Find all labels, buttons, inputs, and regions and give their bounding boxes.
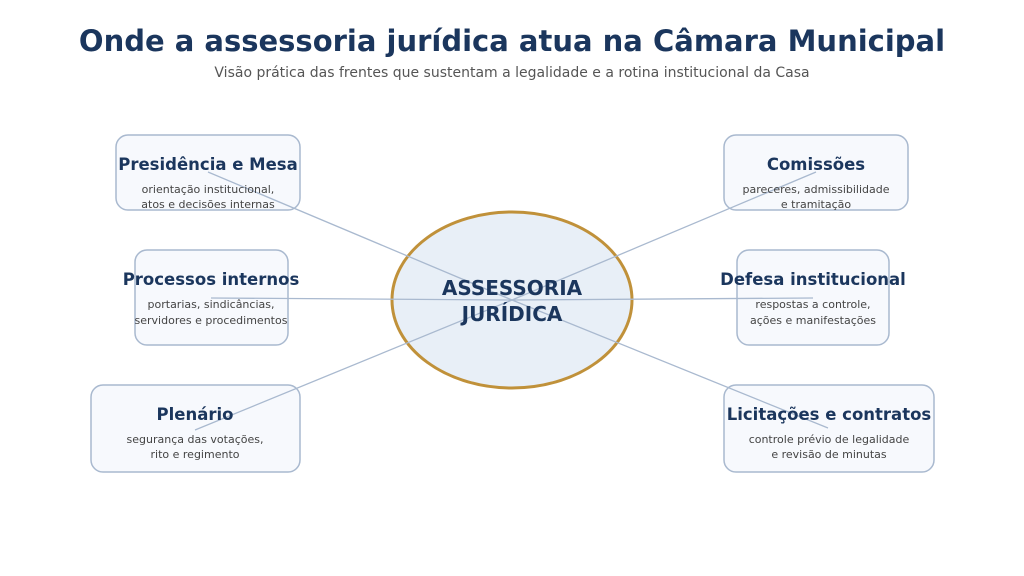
center-label-line2: JURÍDICA bbox=[460, 302, 563, 326]
node-box-plenario bbox=[90, 384, 301, 473]
node-desc: e tramitação bbox=[781, 198, 851, 211]
connector-defesa bbox=[511, 297, 814, 301]
node-title: Presidência e Mesa bbox=[118, 155, 297, 174]
connector-presidencia bbox=[207, 171, 513, 301]
node-desc: atos e decisões internas bbox=[141, 198, 275, 211]
connector-plenario bbox=[194, 299, 513, 431]
node-desc: controle prévio de legalidade bbox=[749, 433, 910, 446]
node-desc: servidores e procedimentos bbox=[135, 314, 288, 327]
node-box-defesa bbox=[736, 249, 890, 346]
connector-comissoes bbox=[511, 171, 817, 301]
center-label-line1: ASSESSORIA bbox=[442, 276, 583, 300]
node-desc: ações e manifestações bbox=[750, 314, 876, 327]
node-desc: portarias, sindicâncias, bbox=[148, 298, 275, 311]
node-desc: rito e regimento bbox=[151, 448, 240, 461]
node-desc: e revisão de minutas bbox=[771, 448, 887, 461]
connector-processos bbox=[210, 297, 513, 301]
node-title: Processos internos bbox=[123, 270, 300, 289]
node-title: Defesa institucional bbox=[720, 270, 906, 289]
node-desc: respostas a controle, bbox=[755, 298, 870, 311]
page-title: Onde a assessoria jurídica atua na Câmar… bbox=[78, 24, 946, 58]
node-title: Comissões bbox=[767, 155, 865, 174]
page-subtitle: Visão prática das frentes que sustentam … bbox=[214, 65, 810, 81]
node-title: Licitações e contratos bbox=[727, 405, 932, 424]
node-desc: pareceres, admissibilidade bbox=[743, 183, 890, 196]
node-desc: segurança das votações, bbox=[127, 433, 264, 446]
node-title: Plenário bbox=[157, 405, 234, 424]
connector-licitacoes bbox=[511, 299, 829, 429]
node-desc: orientação institucional, bbox=[142, 183, 275, 196]
